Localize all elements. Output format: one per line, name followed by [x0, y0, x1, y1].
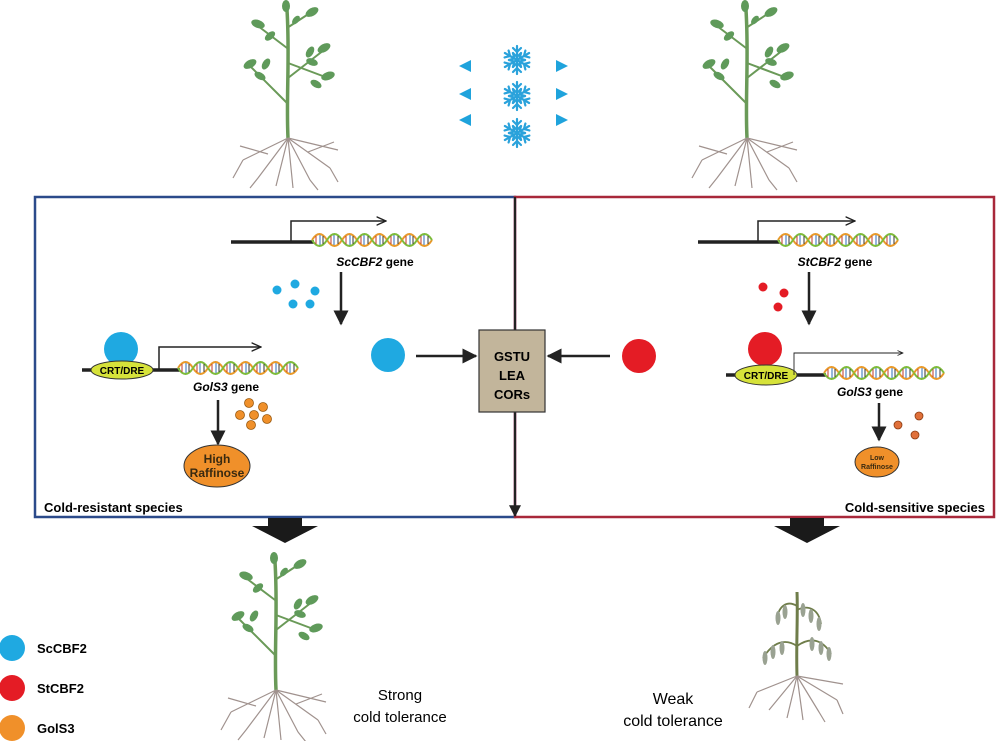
transcription-start-arrow [290, 221, 386, 242]
scCBF2-protein-dots [272, 279, 320, 309]
arrow-right-icon [556, 60, 568, 72]
outcome-arrow-left-icon [252, 518, 318, 543]
scCBF2-protein [371, 338, 405, 372]
golS3-gene-label: GolS3 gene [837, 385, 903, 399]
scCBF2-gene [231, 221, 433, 247]
golS3-gene-label: GolS3 gene [193, 380, 259, 394]
stCBF2-protein-dots [758, 282, 789, 312]
weak-tolerance-label: Weak [653, 691, 695, 708]
cold-stimulus [459, 46, 568, 147]
arrow-left-icon [459, 88, 471, 100]
arrow-right-icon [556, 88, 568, 100]
legend-swatch-stCBF2 [0, 675, 25, 701]
plant-before-cold-right-icon [690, 0, 799, 192]
plant-strong-tolerance-icon [219, 550, 328, 741]
legend-swatch-golS3 [0, 715, 25, 741]
strong-tolerance-label: Strong [378, 687, 422, 704]
snowflake-icon [503, 119, 531, 147]
stCBF2-protein [622, 339, 656, 373]
legend-label: StCBF2 [37, 681, 84, 696]
high-raffinose-label: Raffinose [190, 466, 245, 480]
low-raffinose-label: Low [870, 455, 885, 462]
arrow-right-icon [556, 114, 568, 126]
weak-tolerance-label: cold tolerance [623, 713, 723, 730]
golS3-gene-right [726, 332, 945, 386]
snowflake-icon [503, 46, 531, 74]
legend-swatch-scCBF2 [0, 635, 25, 661]
golS3-protein-dots-sparse [893, 411, 924, 440]
arrow-left-icon [459, 114, 471, 126]
low-raffinose-node [854, 446, 900, 478]
cor-box-line: LEA [499, 368, 526, 383]
crt-dre-label: CRT/DRE [100, 366, 145, 377]
legend: ScCBF2 StCBF2 GolS3 [0, 635, 87, 741]
scCBF2-gene-label: ScCBF2 gene [336, 255, 414, 269]
high-raffinose-node [183, 444, 251, 488]
legend-label: ScCBF2 [37, 641, 87, 656]
cold-sensitive-title: Cold-sensitive species [845, 500, 985, 515]
crt-dre-label: CRT/DRE [744, 371, 789, 382]
stCBF2-gene [698, 221, 899, 247]
strong-tolerance-label: cold tolerance [353, 709, 446, 726]
high-raffinose-label: High [204, 452, 231, 466]
cor-box-line: CORs [494, 387, 530, 402]
plant-weak-tolerance-icon [747, 590, 845, 724]
golS3-protein-dots [235, 398, 272, 430]
stCBF2-gene-label: StCBF2 gene [798, 255, 873, 269]
golS3-gene-left [82, 332, 299, 380]
cor-genes-box [478, 329, 546, 413]
cor-box-line: GSTU [494, 349, 530, 364]
low-raffinose-label: Raffinose [861, 464, 893, 471]
cold-resistant-title: Cold-resistant species [44, 500, 183, 515]
snowflake-icon [503, 82, 531, 110]
stCBF2-bound-protein [748, 332, 782, 366]
scCBF2-bound-protein [104, 332, 138, 366]
legend-label: GolS3 [37, 721, 75, 736]
arrow-left-icon [459, 60, 471, 72]
outcome-arrow-right-icon [774, 518, 840, 543]
plant-before-cold-left-icon [231, 0, 340, 192]
